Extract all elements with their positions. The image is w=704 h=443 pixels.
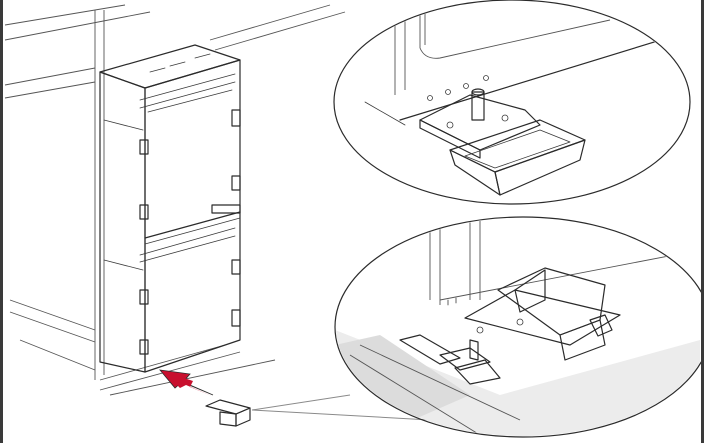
detail-zoom-upper bbox=[333, 0, 691, 205]
insertion-arrow bbox=[159, 369, 214, 396]
alcove-walls bbox=[4, 4, 346, 396]
detail-zoom-lower bbox=[334, 216, 704, 438]
foot-cover-part bbox=[205, 394, 431, 427]
fridge-freezer bbox=[99, 44, 241, 373]
